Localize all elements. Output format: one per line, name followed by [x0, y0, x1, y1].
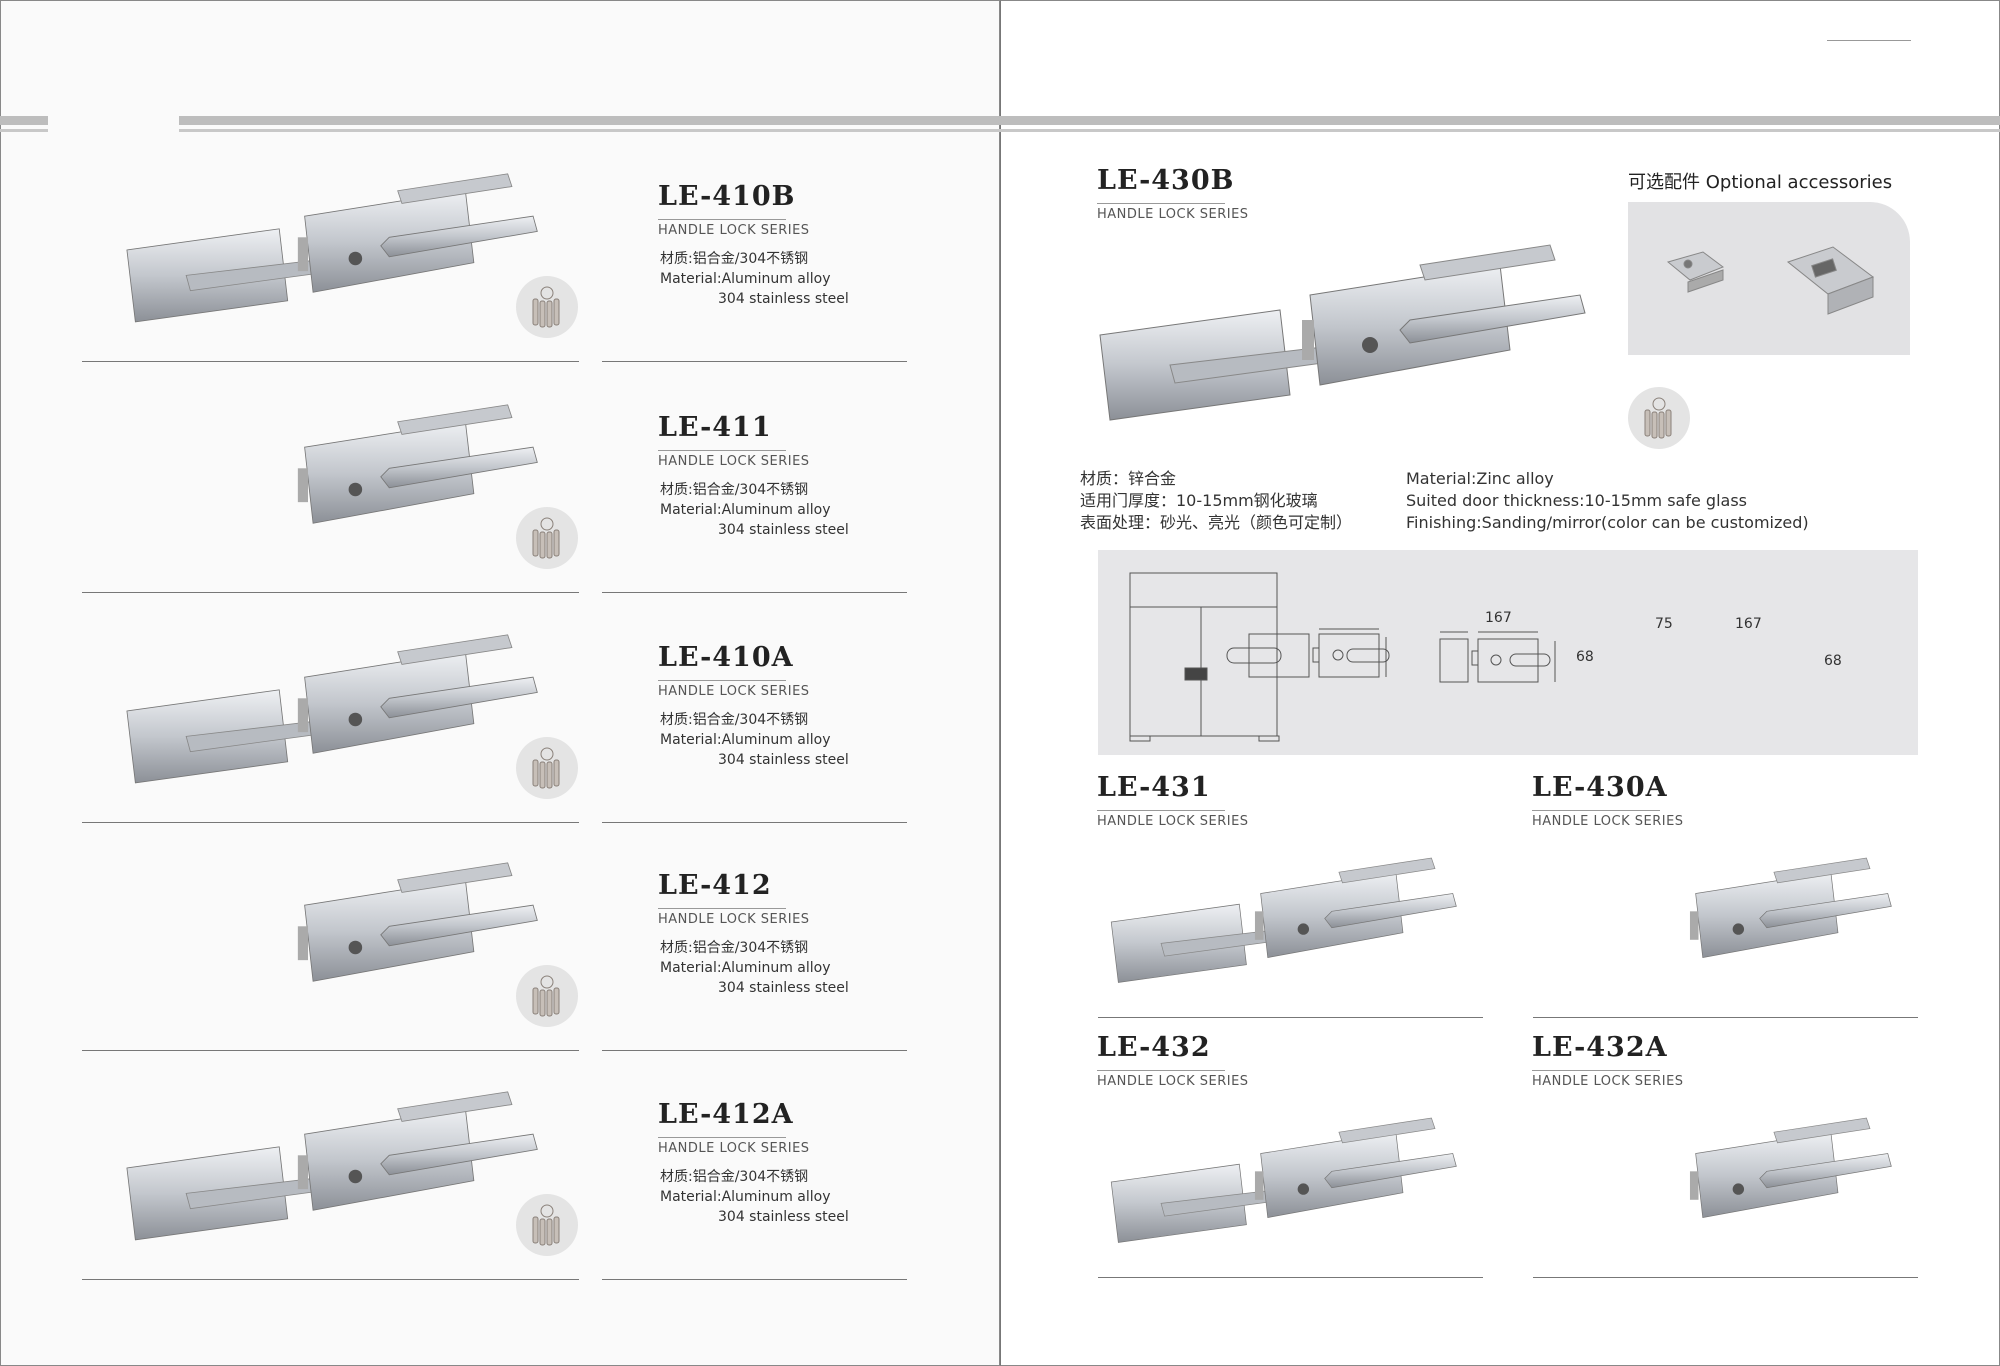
material-en: Material:Aluminum alloy	[660, 1189, 831, 1205]
spec-cn-list: 材质：锌合金 适用门厚度：10-15mm钢化玻璃 表面处理：砂光、亮光（颜色可定…	[1080, 468, 1352, 534]
material-cn: 材质:铝合金/304不锈钢	[660, 1169, 809, 1185]
material-en-2: 304 stainless steel	[718, 291, 849, 307]
keys-icon	[516, 276, 578, 338]
accessories-image	[1628, 202, 1910, 355]
header-bar	[179, 116, 2000, 125]
lock-drawing-b	[1439, 631, 1556, 683]
keys-icon	[516, 965, 578, 1027]
material-en: Material:Aluminum alloy	[660, 271, 831, 287]
lock-image	[1097, 1097, 1467, 1267]
product-title: LE-410A	[658, 642, 794, 673]
divider	[82, 1279, 579, 1280]
material-cn: 材质:铝合金/304不锈钢	[660, 940, 809, 956]
product-title: LE-432	[1097, 1032, 1211, 1063]
header-bar-left	[0, 116, 48, 125]
divider	[1533, 1017, 1918, 1018]
spec-cn-thickness: 适用门厚度：10-15mm钢化玻璃	[1080, 491, 1318, 510]
material-cn: 材质:铝合金/304不锈钢	[660, 251, 809, 267]
lock-image	[110, 839, 550, 1039]
material-cn: 材质:铝合金/304不锈钢	[660, 712, 809, 728]
divider	[82, 361, 579, 362]
lock-image	[110, 611, 550, 811]
product-title: LE-411	[658, 412, 772, 443]
product-series: HANDLE LOCK SERIES	[658, 680, 809, 699]
product-title: LE-430A	[1532, 772, 1668, 803]
strike-plate-icon	[1666, 246, 1875, 315]
product-title: LE-412A	[658, 1099, 794, 1130]
lock-image	[110, 1068, 550, 1268]
material-en-2: 304 stainless steel	[718, 752, 849, 768]
spec-en-thickness: Suited door thickness:10-15mm safe glass	[1406, 491, 1747, 510]
divider	[602, 822, 907, 823]
keys-icon	[516, 1194, 578, 1256]
dim-height-c: 68	[1824, 653, 1842, 669]
product-series: HANDLE LOCK SERIES	[1532, 810, 1683, 829]
product-series: HANDLE LOCK SERIES	[1097, 203, 1248, 222]
dim-height-a: 68	[1576, 649, 1594, 665]
product-series: HANDLE LOCK SERIES	[658, 908, 809, 927]
product-title: LE-412	[658, 870, 772, 901]
lock-image	[1532, 837, 1902, 1007]
accessories-title: 可选配件 Optional accessories	[1628, 172, 1893, 193]
divider	[1098, 1277, 1483, 1278]
dim-width-b: 75	[1655, 616, 1673, 632]
keys-icon	[516, 507, 578, 569]
material-en: Material:Aluminum alloy	[660, 502, 831, 518]
product-series: HANDLE LOCK SERIES	[658, 219, 809, 238]
door-diagram	[1129, 572, 1280, 742]
keys-icon	[1628, 387, 1690, 449]
divider	[82, 592, 579, 593]
dim-width-c: 167	[1735, 616, 1762, 632]
product-series: HANDLE LOCK SERIES	[658, 450, 809, 469]
material-en-2: 304 stainless steel	[718, 980, 849, 996]
spec-en-material: Material:Zinc alloy	[1406, 469, 1554, 488]
material-en: Material:Aluminum alloy	[660, 732, 831, 748]
header-bar-left-thin	[0, 129, 48, 132]
spec-en-finishing: Finishing:Sanding/mirror(color can be cu…	[1406, 513, 1809, 532]
lock-image	[1532, 1097, 1902, 1267]
divider	[1533, 1277, 1918, 1278]
divider	[602, 1050, 907, 1051]
material-en-2: 304 stainless steel	[718, 522, 849, 538]
product-series: HANDLE LOCK SERIES	[658, 1137, 809, 1156]
material-en: Material:Aluminum alloy	[660, 960, 831, 976]
material-en-2: 304 stainless steel	[718, 1209, 849, 1225]
dimension-diagram: 167 68 75 167 68	[1098, 550, 1918, 755]
divider	[602, 592, 907, 593]
lock-image	[110, 150, 550, 350]
lock-image	[110, 381, 550, 581]
divider	[82, 822, 579, 823]
spec-en-list: Material:Zinc alloy Suited door thicknes…	[1406, 468, 1809, 534]
product-series: HANDLE LOCK SERIES	[1097, 1070, 1248, 1089]
keys-icon	[516, 737, 578, 799]
material-cn: 材质:铝合金/304不锈钢	[660, 482, 809, 498]
product-title: LE-430B	[1097, 165, 1235, 196]
lock-image-le-430b	[1080, 225, 1600, 445]
product-title: LE-432A	[1532, 1032, 1668, 1063]
dim-width-a: 167	[1485, 610, 1512, 626]
divider	[1098, 1017, 1483, 1018]
spec-cn-material: 材质：锌合金	[1080, 469, 1177, 488]
spec-cn-finishing: 表面处理：砂光、亮光（颜色可定制）	[1080, 513, 1353, 532]
header-bar-thin	[179, 129, 2000, 132]
product-title: LE-410B	[658, 181, 796, 212]
lock-image	[1097, 837, 1467, 1007]
top-rule	[1827, 40, 1911, 41]
lock-drawing-a	[1226, 628, 1390, 678]
product-title: LE-431	[1097, 772, 1211, 803]
divider	[602, 1279, 907, 1280]
product-series: HANDLE LOCK SERIES	[1097, 810, 1248, 829]
product-series: HANDLE LOCK SERIES	[1532, 1070, 1683, 1089]
divider	[602, 361, 907, 362]
divider	[82, 1050, 579, 1051]
